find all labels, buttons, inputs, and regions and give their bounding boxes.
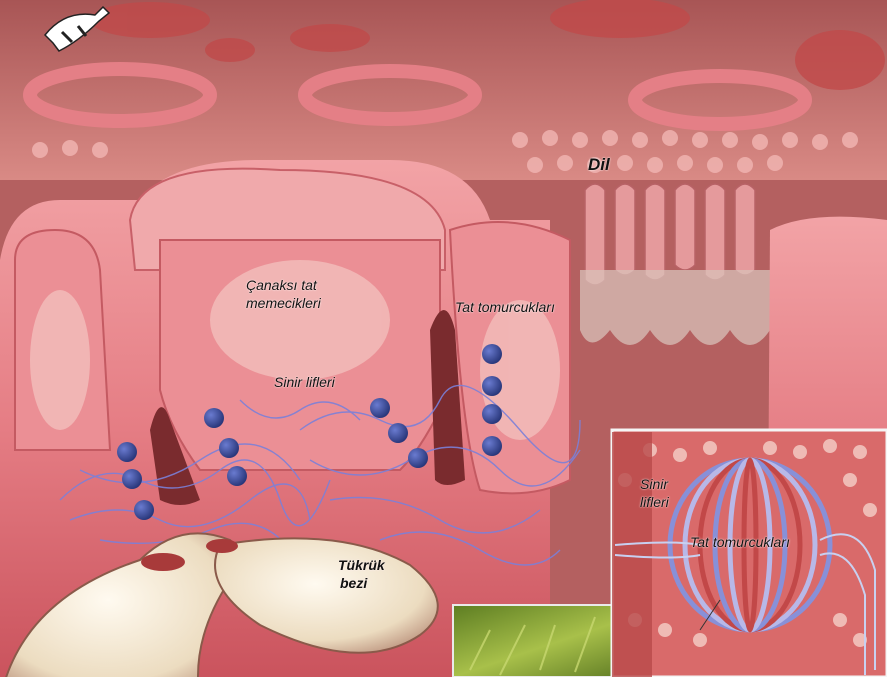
gland-duct-left <box>141 553 185 571</box>
gland-duct-right <box>206 539 238 553</box>
label-tongue: Dil <box>588 156 610 173</box>
label-inset-nerve-2: lifleri <box>640 494 669 511</box>
label-salivary-gland-2: bezi <box>340 575 367 592</box>
label-salivary-gland-1: Tükrük <box>338 557 385 574</box>
label-inset-nerve-1: Sinir <box>640 476 668 493</box>
label-nerve-fibers: Sinir lifleri <box>274 374 335 391</box>
label-circumvallate-papillae-2: memecikleri <box>246 295 321 312</box>
label-circumvallate-papillae-1: Çanaksı tat <box>246 277 317 294</box>
label-taste-buds: Tat tomurcukları <box>455 299 555 316</box>
label-inset-taste-buds: Tat tomurcukları <box>690 534 790 551</box>
